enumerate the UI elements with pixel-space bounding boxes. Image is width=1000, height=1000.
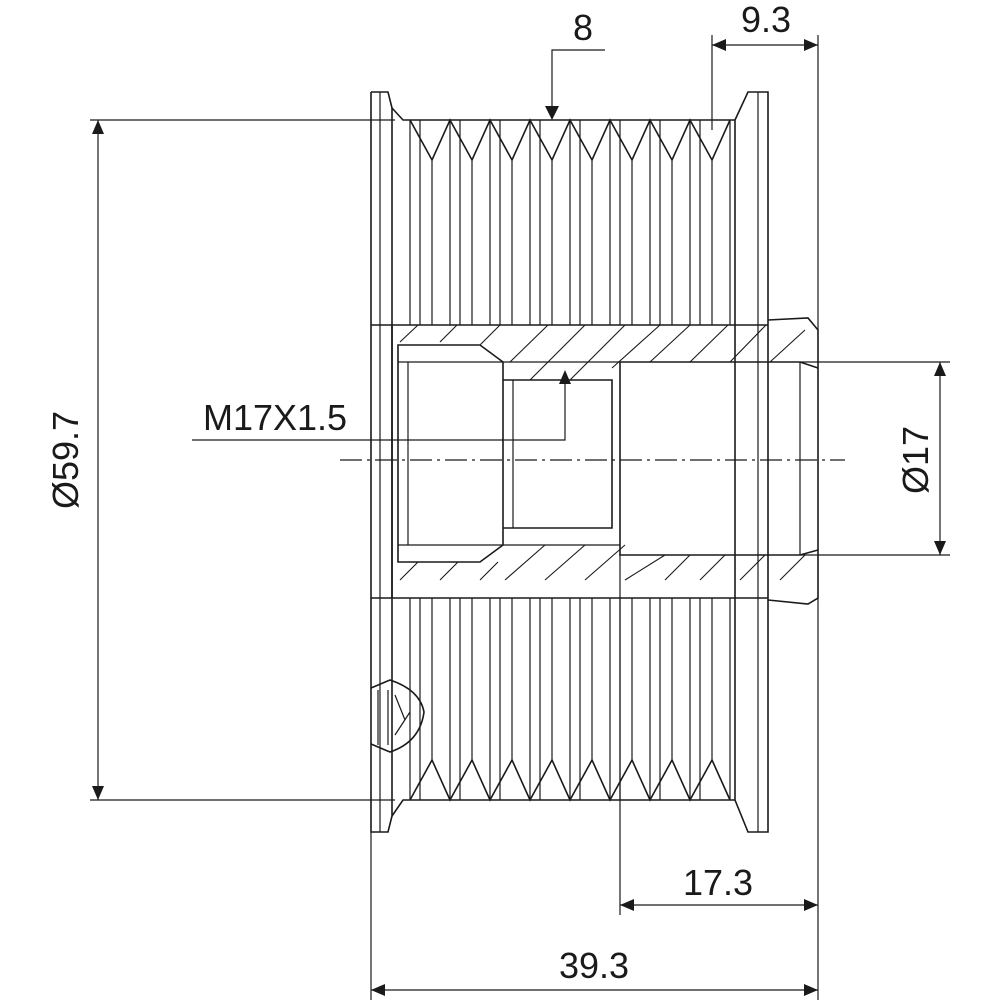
dim-bore-diameter-label: Ø17	[895, 426, 936, 494]
dim-overall-length-label: 39.3	[559, 945, 629, 986]
bore-section	[371, 324, 819, 599]
dim-overall-length: 39.3	[370, 832, 818, 1000]
dim-thread-label: M17X1.5	[203, 397, 347, 438]
grooves-bottom	[409, 598, 731, 802]
pulley-outline	[370, 91, 819, 833]
dim-outer-diameter: Ø59.7	[45, 119, 395, 801]
dim-outer-diameter-label: Ø59.7	[45, 411, 86, 509]
dim-thread: M17X1.5	[192, 370, 571, 441]
dim-groove-count: 8	[545, 7, 605, 120]
dim-offset-right: 9.3	[711, 0, 819, 330]
dim-groove-count-label: 8	[573, 7, 593, 48]
dim-offset-right-label: 9.3	[741, 0, 791, 40]
flange-notch	[370, 679, 425, 753]
grooves-top	[409, 118, 731, 325]
dim-bore-diameter: Ø17	[800, 361, 950, 556]
dim-bore-depth: 17.3	[619, 555, 819, 1000]
dim-bore-depth-label: 17.3	[683, 862, 753, 903]
